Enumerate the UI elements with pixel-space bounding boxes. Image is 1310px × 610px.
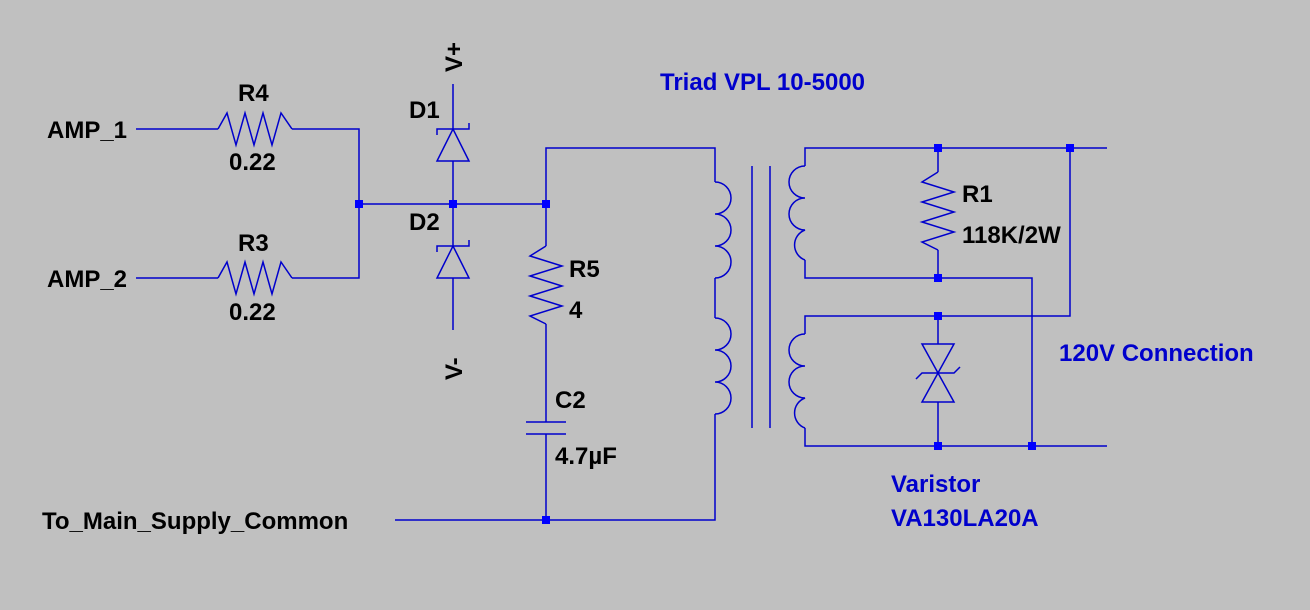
junction-dot bbox=[1066, 144, 1074, 152]
c2-ref: C2 bbox=[555, 387, 586, 414]
varistor-annotation-line1: Varistor bbox=[891, 471, 980, 498]
net-label-common: To_Main_Supply_Common bbox=[42, 508, 348, 535]
net-label-vminus: V- bbox=[441, 357, 468, 380]
secondary-coil-upper bbox=[788, 165, 806, 261]
r5-ref: R5 bbox=[569, 256, 600, 283]
junction-dot bbox=[934, 442, 942, 450]
wire-sec1-top bbox=[804, 147, 1107, 166]
r4-value: 0.22 bbox=[229, 149, 276, 176]
junction-dot bbox=[355, 200, 363, 208]
net-label-amp2: AMP_2 bbox=[47, 266, 127, 293]
transformer-annotation: Triad VPL 10-5000 bbox=[660, 69, 865, 96]
r4-ref: R4 bbox=[238, 80, 269, 107]
r3-value: 0.22 bbox=[229, 299, 276, 326]
wire-primary-top bbox=[545, 147, 716, 204]
varistor bbox=[915, 343, 961, 403]
primary-coil-lower bbox=[714, 317, 732, 415]
zener-diode-d2 bbox=[435, 240, 471, 279]
resistor-r5 bbox=[527, 245, 565, 325]
zener-diode-d1 bbox=[435, 123, 471, 162]
wire-r3-out bbox=[292, 204, 360, 279]
wire-r4-out bbox=[292, 128, 360, 204]
wire-sec2-bottom bbox=[804, 428, 1107, 447]
junction-dot bbox=[449, 200, 457, 208]
r1-ref: R1 bbox=[962, 181, 993, 208]
resistor-r1 bbox=[919, 171, 957, 251]
r5-value: 4 bbox=[569, 297, 583, 324]
junctions bbox=[355, 144, 1074, 524]
junction-dot bbox=[1028, 442, 1036, 450]
junction-dot bbox=[934, 312, 942, 320]
resistor-r3 bbox=[217, 259, 293, 297]
net-label-amp1: AMP_1 bbox=[47, 117, 127, 144]
varistor-annotation-line2: VA130LA20A bbox=[891, 505, 1039, 532]
transformer bbox=[714, 165, 806, 429]
capacitor-c2 bbox=[526, 421, 566, 435]
d1-ref: D1 bbox=[409, 97, 440, 124]
junction-dot bbox=[934, 274, 942, 282]
net-label-vplus: V+ bbox=[441, 42, 468, 72]
secondary-coil-lower bbox=[788, 333, 806, 429]
resistor-r4 bbox=[217, 110, 293, 148]
wire-common bbox=[395, 414, 716, 521]
r1-value: 118K/2W bbox=[962, 222, 1061, 249]
junction-dot bbox=[542, 200, 550, 208]
c2-value: 4.7µF bbox=[555, 443, 617, 470]
wire-sec1-bottom bbox=[804, 260, 1033, 446]
junction-dot bbox=[934, 144, 942, 152]
d2-ref: D2 bbox=[409, 209, 440, 236]
primary-coil-upper bbox=[714, 181, 732, 279]
junction-dot bbox=[542, 516, 550, 524]
connection-annotation: 120V Connection bbox=[1059, 340, 1254, 367]
r3-ref: R3 bbox=[238, 230, 269, 257]
wires bbox=[136, 84, 1107, 521]
